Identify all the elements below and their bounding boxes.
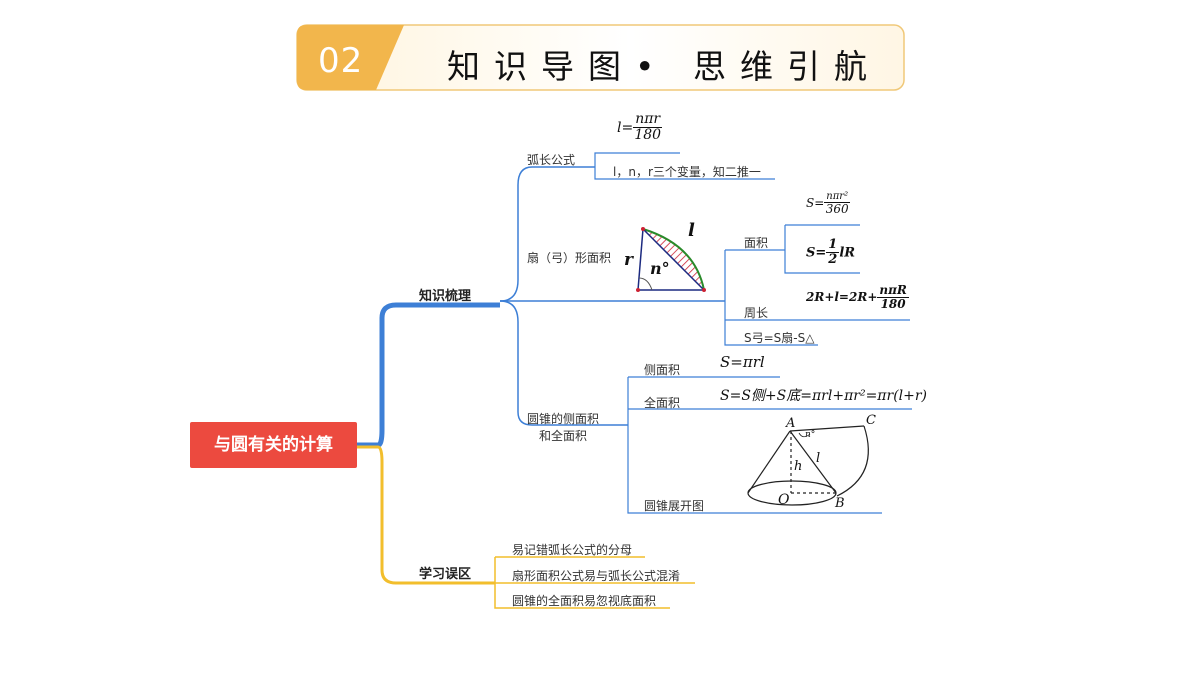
cone-total-label[interactable]: 全面积 bbox=[644, 396, 681, 410]
sector-perimeter-label[interactable]: 周长 bbox=[744, 306, 769, 320]
mistake-item-3[interactable]: 圆锥的全面积易忽视底面积 bbox=[512, 594, 657, 608]
sector-label-l: l bbox=[688, 220, 695, 241]
cone-figure bbox=[747, 425, 869, 506]
cone-lateral-formula: S=πrl bbox=[720, 353, 765, 371]
cone-point-o: O bbox=[778, 492, 790, 508]
cone-point-c: C bbox=[866, 413, 876, 428]
sector-label-n: n° bbox=[650, 259, 670, 278]
cone-height-h: h bbox=[794, 459, 803, 474]
header-banner bbox=[296, 24, 905, 91]
knowledge-node[interactable]: 知识梳理 bbox=[419, 289, 472, 304]
cone-total-formula: S=S侧+S底=πrl+πr²=πr(l+r) bbox=[720, 388, 928, 404]
page-title: 知识导图• 思维引航 bbox=[447, 47, 881, 86]
cone-node[interactable]: 圆锥的侧面积 和全面积 bbox=[527, 412, 600, 443]
mistakes-node[interactable]: 学习误区 bbox=[419, 567, 472, 582]
cone-slant-l: l bbox=[816, 451, 821, 466]
cone-net-label[interactable]: 圆锥展开图 bbox=[644, 499, 705, 513]
section-number: 02 bbox=[318, 41, 364, 81]
arc-length-node[interactable]: 弧长公式 bbox=[527, 153, 576, 167]
root-node[interactable]: 与圆有关的计算 bbox=[190, 422, 357, 468]
segment-area-label[interactable]: S弓=S扇-S△ bbox=[744, 331, 815, 345]
cone-lateral-label[interactable]: 侧面积 bbox=[644, 363, 681, 377]
mistake-item-1[interactable]: 易记错弧长公式的分母 bbox=[512, 543, 633, 557]
sector-area-node[interactable]: 扇（弓）形面积 bbox=[527, 251, 612, 265]
cone-angle-n: n° bbox=[805, 430, 816, 440]
mistake-item-2[interactable]: 扇形面积公式易与弧长公式混淆 bbox=[512, 569, 681, 583]
sector-area-label[interactable]: 面积 bbox=[744, 236, 769, 250]
sector-label-r: r bbox=[624, 250, 633, 270]
sector-figure bbox=[636, 227, 706, 292]
cone-point-a: A bbox=[786, 416, 796, 431]
cone-point-b: B bbox=[835, 496, 845, 511]
arc-length-note[interactable]: l，n，r三个变量，知二推一 bbox=[613, 165, 761, 179]
